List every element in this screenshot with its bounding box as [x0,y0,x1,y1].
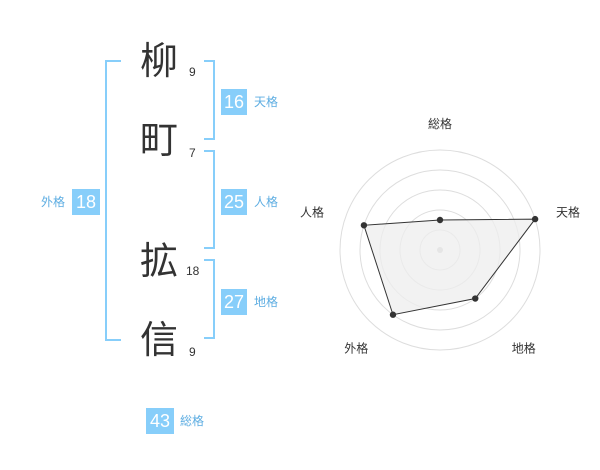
gaikaku-label: 外格 [41,195,66,209]
gaikaku-bracket [105,60,121,341]
radar-point-3 [472,295,479,302]
chikaku-label: 地格 [254,295,279,309]
soukaku-label: 総格 [180,414,205,428]
radar-point-5 [360,222,368,229]
tenkaku-label: 天格 [254,95,279,109]
name-char-1: 柳 [140,39,179,83]
gaikaku-value: 18 [72,189,100,215]
name-char-2: 町 [140,118,179,162]
stroke-count-2: 7 [189,146,196,160]
radar-axis-label-4: 外格 [344,341,368,356]
radar-axis-label-3: 地格 [512,341,536,356]
radar-grid-ring [339,149,541,351]
stroke-count-4: 9 [189,345,196,359]
radar-axis-label-2: 天格 [556,204,580,219]
jinkaku-label: 人格 [254,195,279,209]
radar-point-4 [389,311,397,318]
radar-grid-ring [359,169,521,331]
chikaku-bracket [204,259,215,339]
stroke-count-1: 9 [189,65,196,79]
name-char-3: 拡 [140,239,179,283]
tenkaku-bracket [204,60,215,140]
radar-area [363,218,537,316]
radar-point-1 [436,216,444,224]
soukaku-value: 43 [146,408,174,434]
chikaku-value: 27 [221,289,247,315]
radar-axis-label-1: 総格 [428,116,452,131]
jinkaku-value: 25 [221,189,247,215]
radar-axis-label-5: 人格 [300,204,324,219]
radar-point-2 [531,215,539,223]
tenkaku-value: 16 [221,89,247,115]
name-char-4: 信 [140,318,179,362]
jinkaku-bracket [204,150,215,249]
stroke-count-3: 18 [186,264,200,278]
